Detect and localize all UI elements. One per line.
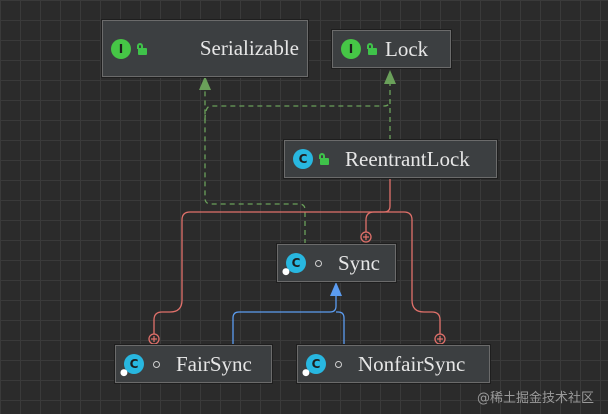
inner-marker-sync: [360, 231, 372, 243]
node-fairsync[interactable]: C ● FairSync: [115, 345, 272, 383]
interface-icon: I: [341, 39, 361, 59]
arrowhead-sync: [330, 282, 342, 296]
node-nonfairsync[interactable]: C ● NonfairSync: [297, 345, 490, 383]
static-pin-icon: ●: [282, 267, 290, 277]
package-visibility-icon: [332, 358, 344, 370]
public-lock-icon: [319, 153, 331, 165]
package-visibility-icon: [312, 257, 324, 269]
public-lock-icon: [367, 43, 379, 55]
node-label: NonfairSync: [358, 351, 466, 376]
class-icon: C ●: [120, 354, 144, 378]
node-reentrantlock[interactable]: C ReentrantLock: [284, 140, 497, 178]
node-label: Serializable: [199, 36, 299, 60]
node-lock[interactable]: I Lock: [332, 30, 451, 68]
inner-marker-nonfairsync: [434, 333, 446, 345]
package-visibility-icon: [150, 358, 162, 370]
edge-reentrantlock-inner-sync: [365, 178, 391, 232]
node-sync[interactable]: C ● Sync: [277, 244, 396, 282]
public-lock-icon: [137, 42, 149, 55]
static-pin-icon: ●: [302, 368, 310, 378]
node-serializable[interactable]: I Serializable: [102, 20, 308, 77]
arrowhead-lock: [384, 70, 396, 84]
node-label: Sync: [338, 250, 380, 275]
node-label: Lock: [385, 36, 429, 61]
class-icon: C ●: [302, 354, 326, 378]
node-label: FairSync: [176, 351, 252, 376]
edge-reentrantlock-inner-nonfairsync: [390, 211, 441, 334]
edge-sync-implements-serializable: [204, 86, 306, 244]
edge-sync-implements-lock: [204, 99, 391, 121]
watermark: @稀土掘金技术社区: [476, 391, 594, 406]
interface-icon: I: [111, 38, 131, 59]
inner-marker-fairsync: [148, 333, 160, 345]
node-label: ReentrantLock: [345, 146, 470, 171]
class-icon: C ●: [282, 253, 306, 277]
arrowhead-serializable: [199, 76, 211, 90]
edge-reentrantlock-inner-fairsync: [153, 211, 390, 334]
static-pin-icon: ●: [120, 368, 128, 378]
edge-nonfairsync-extends-sync: [336, 311, 345, 345]
class-icon: C: [293, 149, 313, 169]
edge-fairsync-extends-sync: [232, 295, 337, 345]
